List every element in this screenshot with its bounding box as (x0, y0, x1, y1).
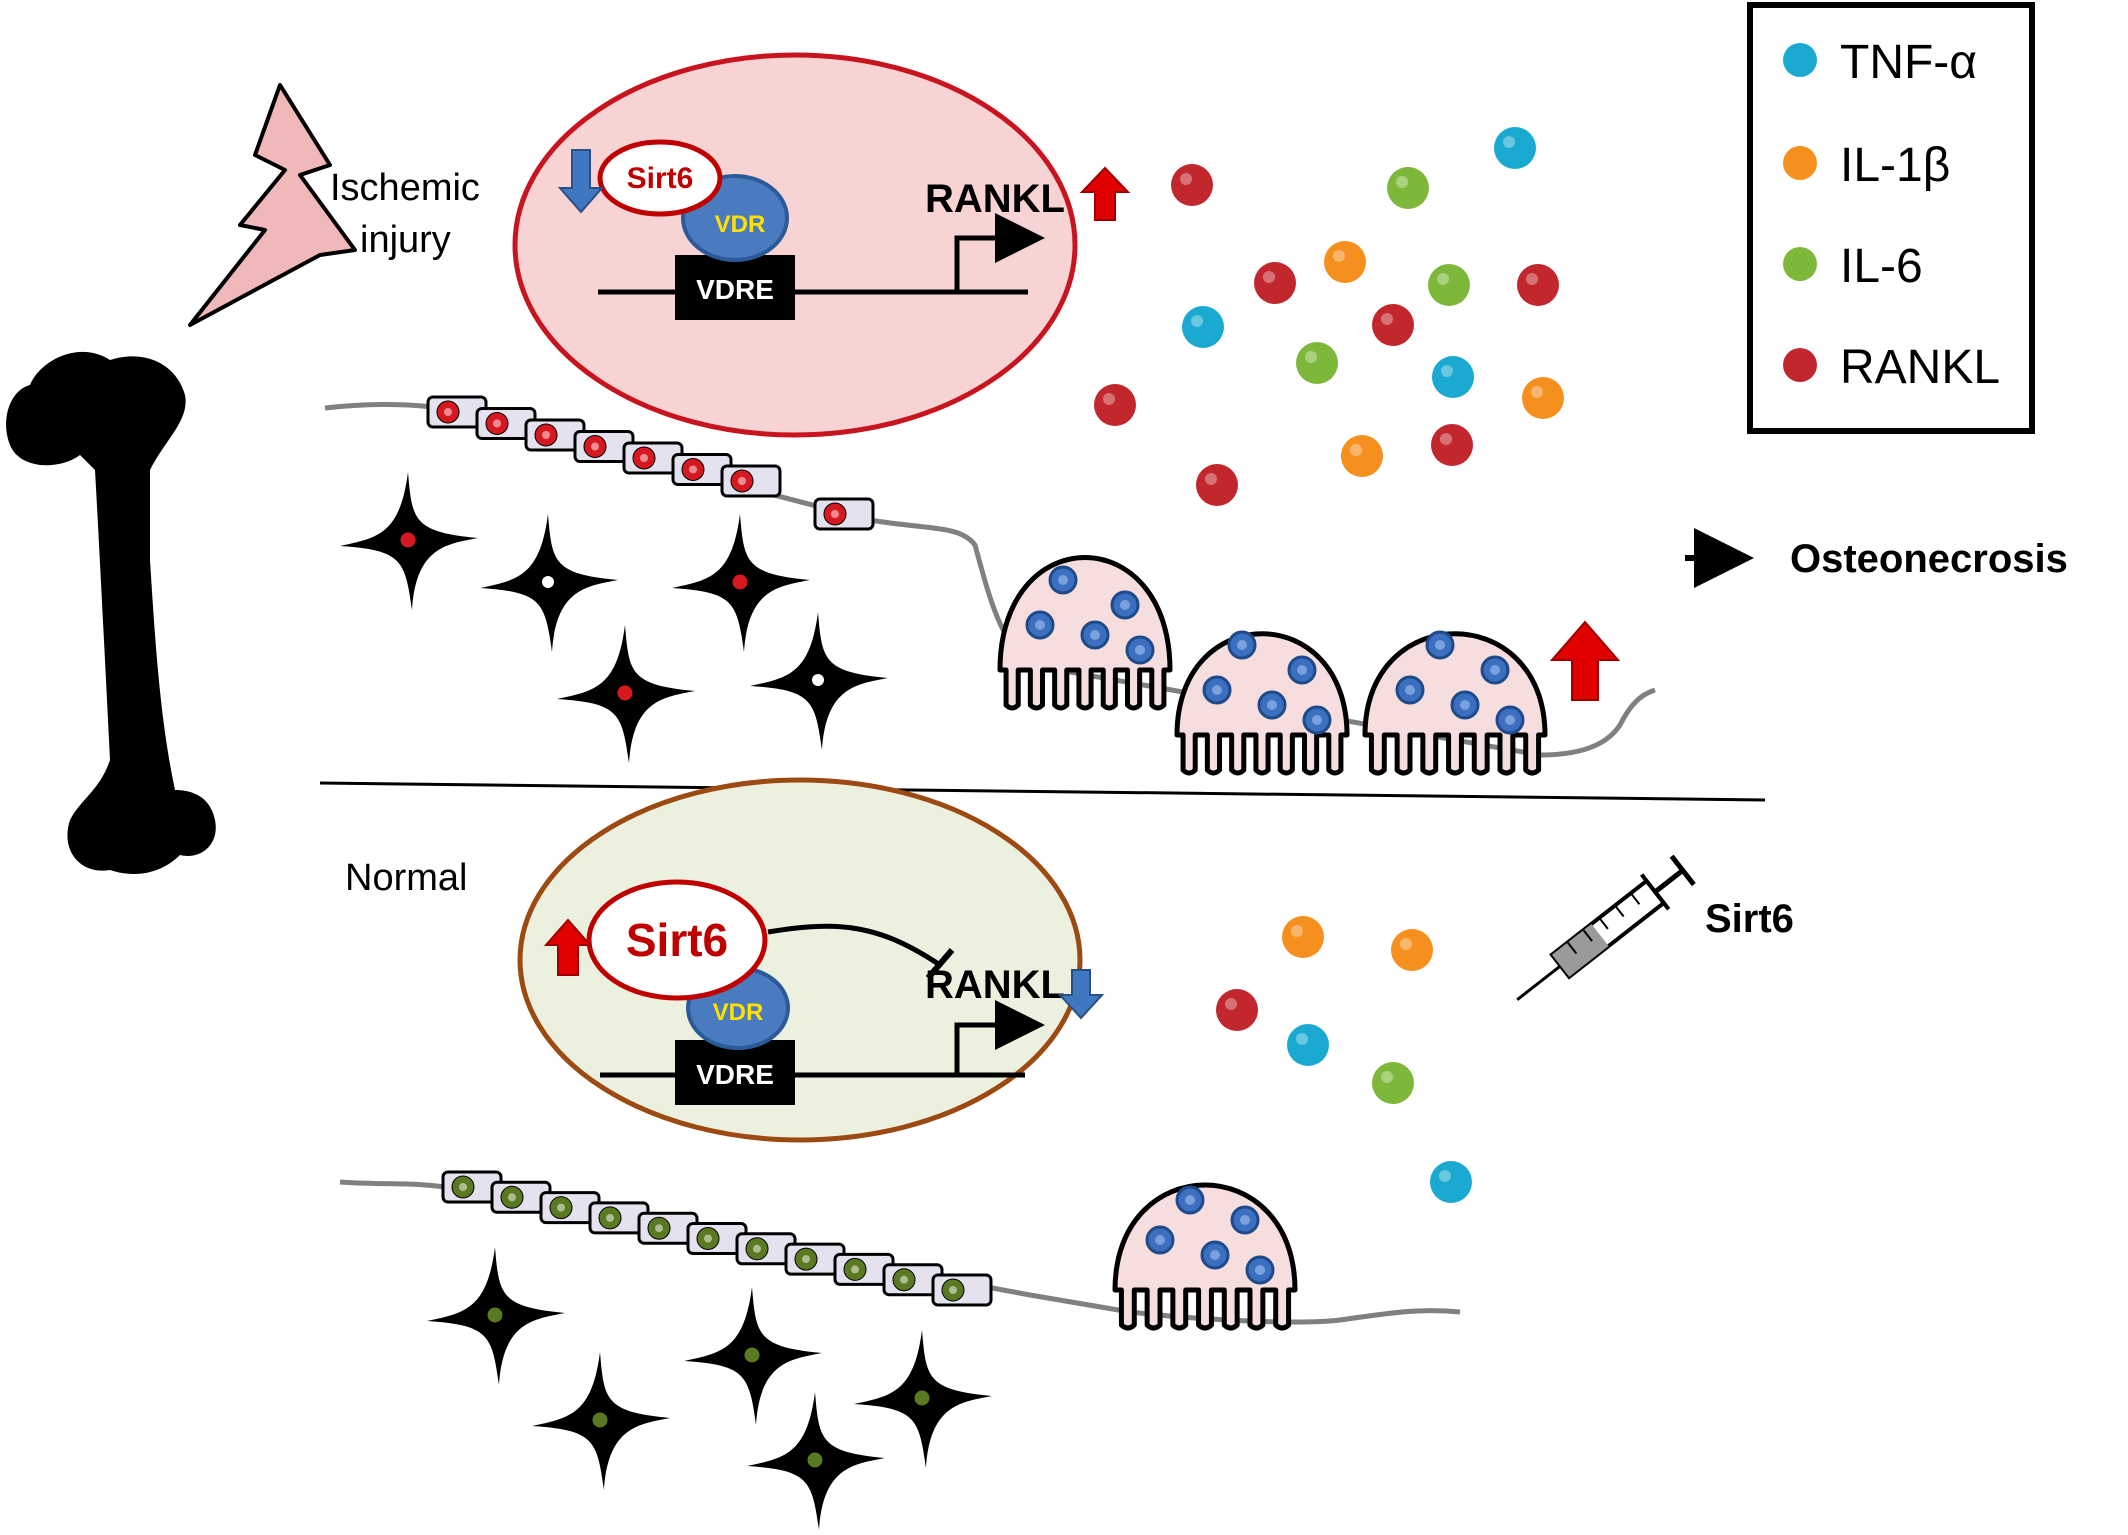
vdre-box-normal (675, 1040, 795, 1105)
rankl-up-arrow-icon (1079, 166, 1131, 221)
legend-swatch-rankl (1783, 348, 1817, 382)
cytokine-dot (1391, 929, 1433, 971)
vdr-label: VDR (715, 211, 766, 238)
cytokine-dot (1387, 167, 1429, 209)
osteoclast (1112, 1182, 1298, 1331)
legend-label-il1b: IL-1β (1840, 139, 1950, 192)
cytokine-dot (1428, 264, 1470, 306)
lining-cell (637, 1211, 699, 1245)
inhibition-line-icon (767, 923, 942, 968)
vdre-label-normal: VDRE (696, 1059, 774, 1090)
cytokine-dot (1182, 306, 1224, 348)
cytokine-dot (1432, 356, 1474, 398)
cytokine-dot (1431, 424, 1473, 466)
osteocyte (532, 1352, 670, 1490)
normal-cell-panel: VDRE VDR Sirt6 RANKL (517, 777, 1105, 1143)
cytokine-dot (1254, 262, 1296, 304)
lining-cell (475, 407, 537, 440)
injury-cell-panel: VDRE VDR Sirt6 RANKL (512, 52, 1131, 438)
lining-cell (931, 1273, 993, 1307)
injury-label-line1: Ischemic (330, 167, 480, 209)
cytokine-dot (1324, 241, 1366, 283)
syringe-icon (1516, 854, 1696, 1001)
lightning-bolt-icon (188, 83, 357, 327)
cytokine-dot (1296, 342, 1338, 384)
osteocytes-injury (340, 472, 888, 763)
cytokine-dot (1372, 304, 1414, 346)
lining-cell (524, 418, 586, 452)
vdre-label: VDRE (696, 274, 774, 305)
osteoclasts (997, 555, 1548, 1331)
sirt6-protein-normal (586, 879, 768, 1001)
normal-label: Normal (345, 857, 467, 899)
lining-cell (539, 1191, 601, 1225)
osteocyte (684, 1287, 822, 1425)
osteocytes-normal (427, 1247, 992, 1530)
legend-label-tnf: TNF-α (1840, 36, 1977, 89)
sirt6-down-arrow-icon (557, 149, 605, 214)
osteocyte (480, 514, 618, 652)
cytokine-dot (1196, 464, 1238, 506)
osteocyte (557, 625, 695, 763)
promoter-arrow-icon-normal (954, 1000, 1045, 1075)
sirt6-protein (597, 139, 723, 217)
cytokine-dot (1094, 384, 1136, 426)
cytokine-dot (1171, 164, 1213, 206)
femur-bone-icon (6, 351, 216, 875)
sirt6-label: Sirt6 (627, 162, 694, 195)
osteoclast (1362, 630, 1548, 776)
osteocyte (340, 472, 478, 610)
injury-label-line2: injury (360, 219, 451, 261)
osteoclast (1174, 630, 1350, 776)
divider-line (319, 781, 1766, 802)
vdre-box (675, 255, 795, 320)
cytokine-dot (1494, 127, 1536, 169)
legend: TNF-α IL-1β IL-6 RANKL (1747, 2, 2035, 434)
cytokine-dot (1430, 1161, 1472, 1203)
osteocyte (854, 1330, 992, 1468)
osteocyte (750, 612, 888, 750)
lining-cell (490, 1180, 552, 1214)
lining-cell (622, 441, 684, 475)
legend-swatch-il6 (1783, 247, 1817, 281)
rankl-down-arrow-icon (1057, 969, 1105, 1020)
osteocyte (427, 1247, 565, 1385)
outcome-label: Osteonecrosis (1790, 537, 2068, 581)
cytokine-dot (1341, 435, 1383, 477)
legend-swatch-il1b (1783, 146, 1817, 180)
lining-cells-injury (426, 395, 875, 531)
legend-label-il6: IL-6 (1840, 240, 1923, 293)
lining-cells-normal (441, 1170, 993, 1307)
cytokine-dot (1372, 1062, 1414, 1104)
promoter-arrow-icon (954, 213, 1045, 292)
rankl-label-normal: RANKL (925, 963, 1065, 1007)
lining-cell (720, 464, 782, 498)
treatment-label: Sirt6 (1705, 897, 1794, 941)
legend-label-rankl: RANKL (1840, 341, 2000, 394)
legend-swatch-tnf (1783, 43, 1817, 77)
sirt6-up-arrow-icon (543, 918, 593, 976)
osteoclast-up-arrow-icon (1549, 620, 1621, 701)
osteocyte (747, 1392, 885, 1530)
sirt6-label-normal: Sirt6 (626, 914, 728, 966)
cytokine-dot (1282, 916, 1324, 958)
cytokine-dots (1094, 127, 1564, 1203)
cytokine-dot (1287, 1024, 1329, 1066)
vdr-label-normal: VDR (713, 999, 764, 1026)
cytokine-dot (1517, 264, 1559, 306)
lining-cell (813, 497, 875, 531)
cytokine-dot (1216, 989, 1258, 1031)
cytokine-dot (1522, 377, 1564, 419)
rankl-label: RANKL (925, 177, 1065, 221)
osteocyte (672, 514, 810, 652)
osteoclast (997, 555, 1173, 711)
